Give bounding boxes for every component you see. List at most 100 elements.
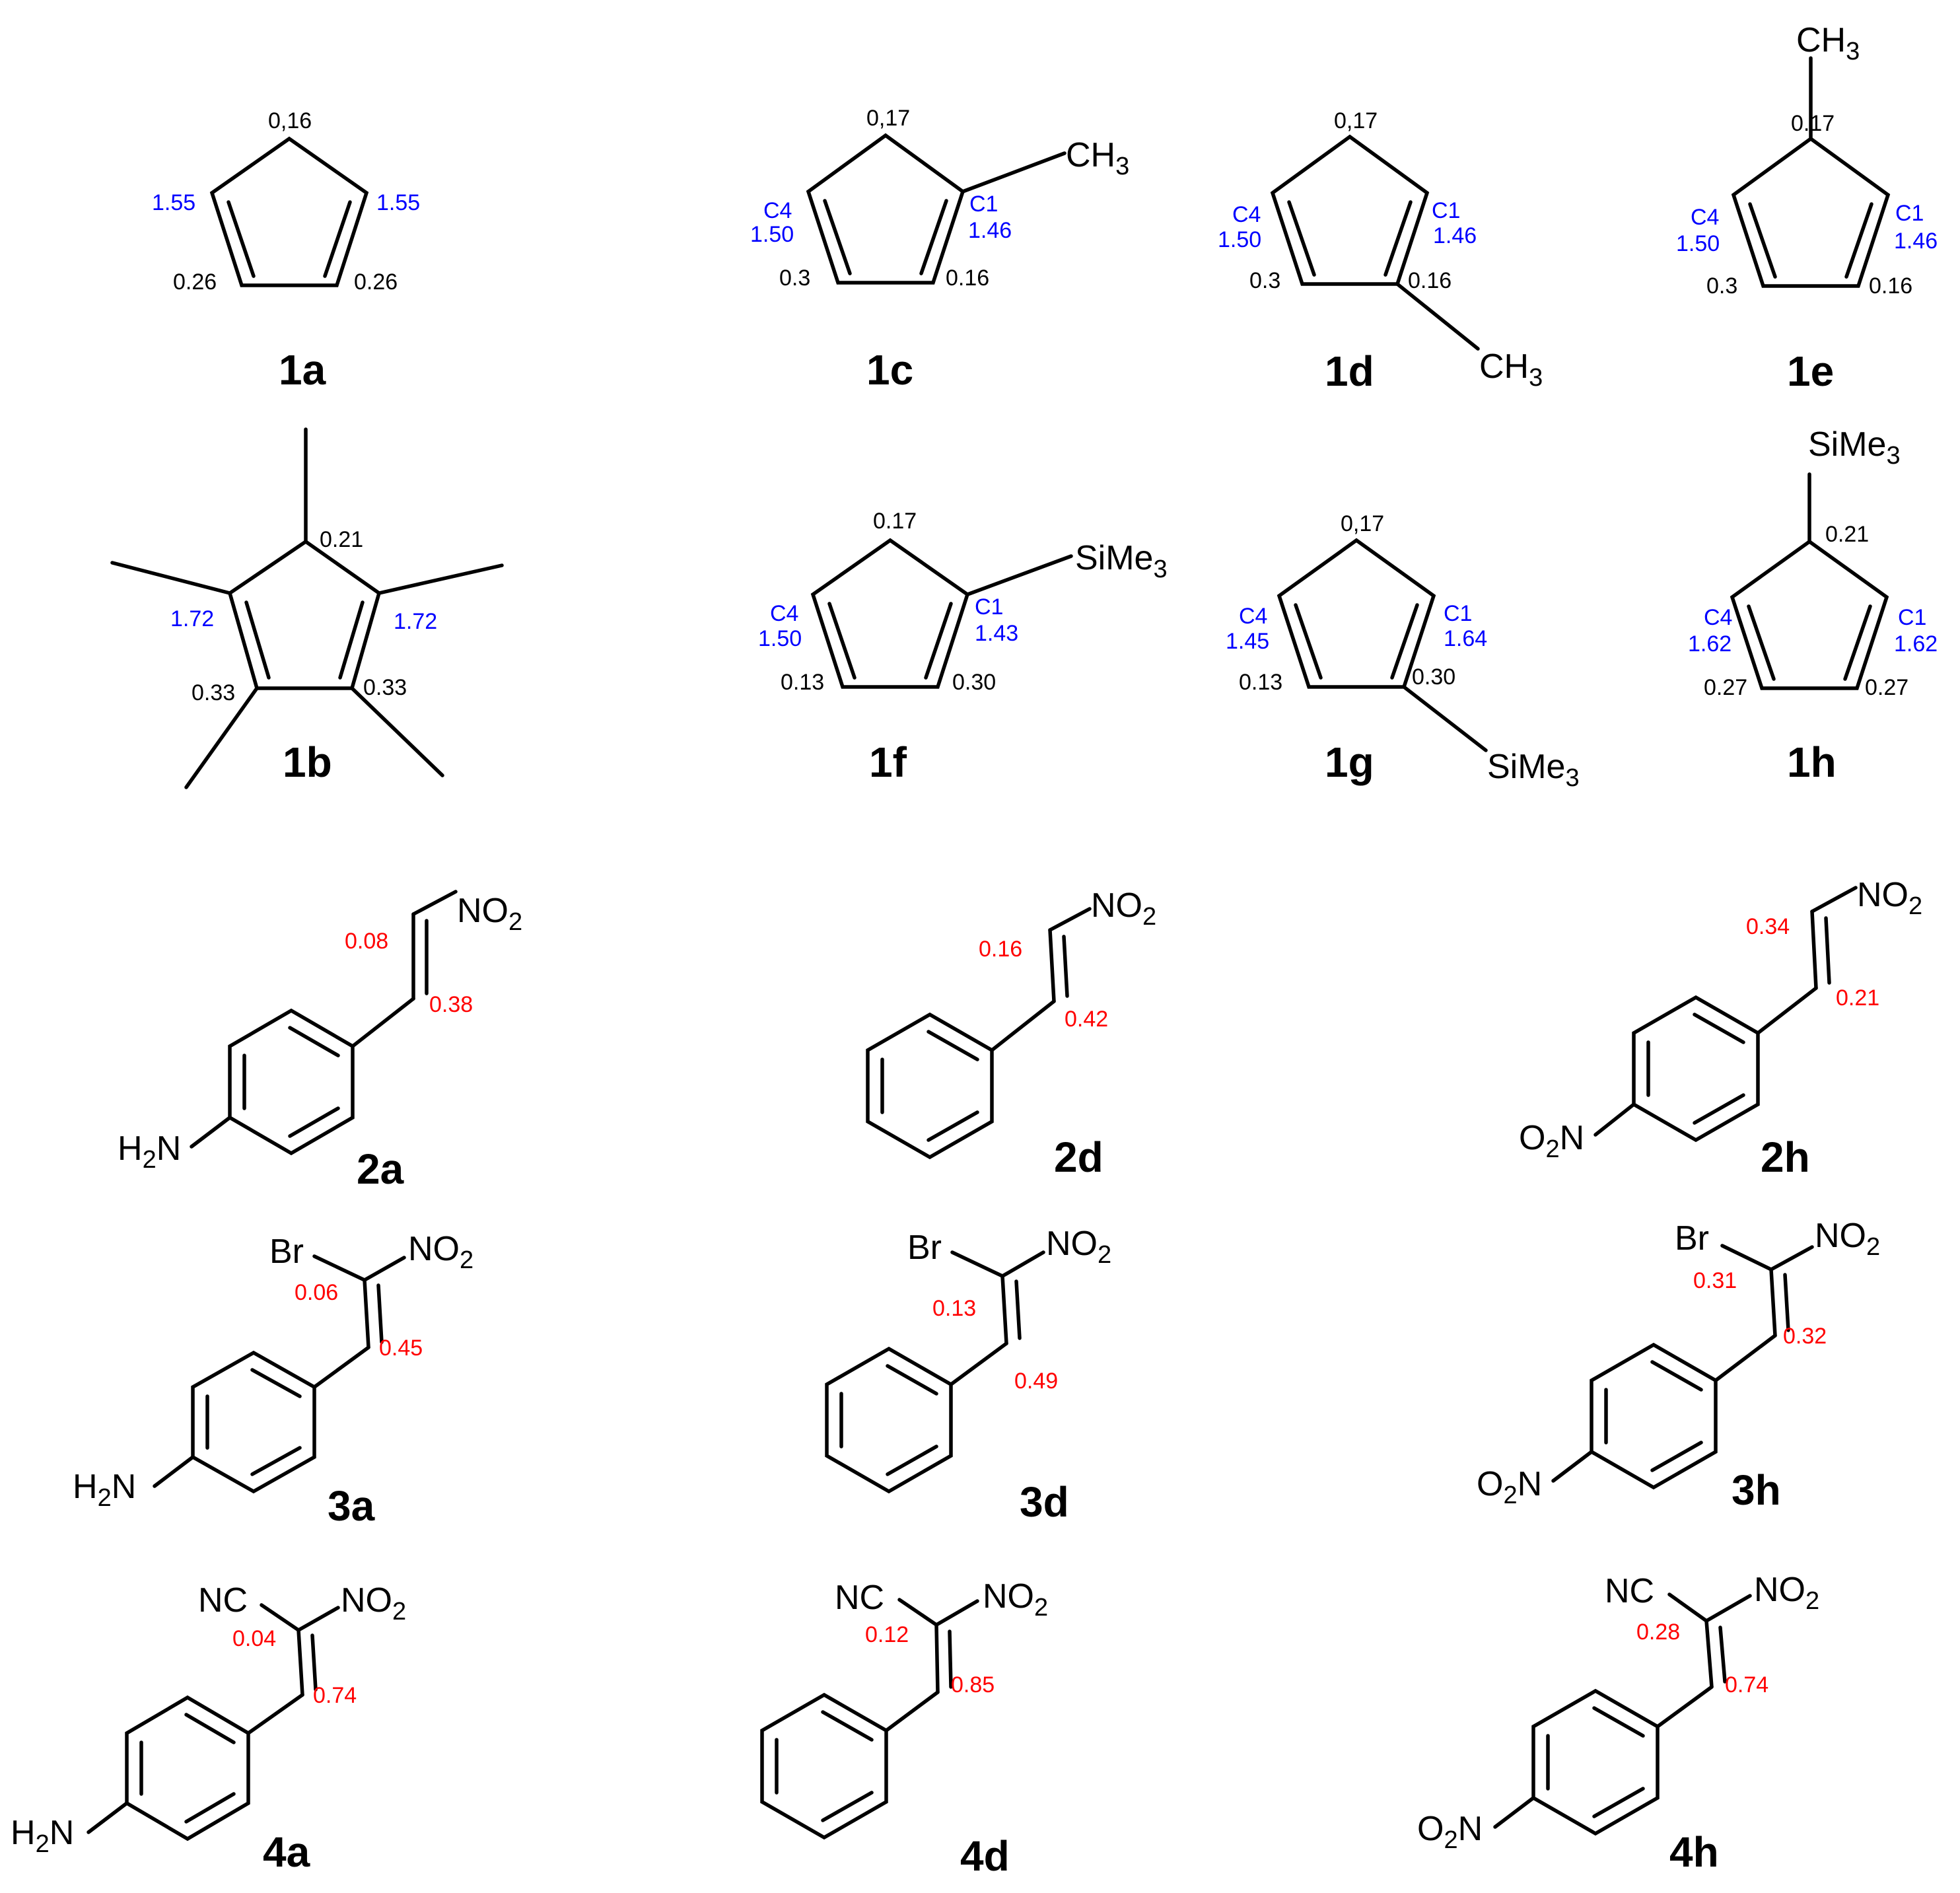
alpha-substituent: NC <box>835 1579 884 1617</box>
molecule-4d: NC NO2 0.12 0.85 4d <box>760 1577 1048 1880</box>
c4-label: C4 <box>1691 205 1719 230</box>
substituent-sime3: SiMe3 <box>1808 425 1901 470</box>
index-top: 0.21 <box>320 527 363 552</box>
molecule-2d: NO2 0.16 0.42 2d <box>866 886 1156 1181</box>
compound-label: 1g <box>1325 738 1374 786</box>
index-right: 1.72 <box>394 609 437 634</box>
nitro-group: NO2 <box>983 1577 1048 1622</box>
index-beta: 0.21 <box>1836 985 1879 1011</box>
index-bottom-right: 0.27 <box>1865 675 1908 700</box>
c4-index: 1.45 <box>1226 629 1269 654</box>
c4-label: C4 <box>770 601 798 626</box>
substituent-ch3: CH3 <box>1066 136 1129 180</box>
alpha-substituent: NC <box>1605 1572 1654 1610</box>
compound-label: 1c <box>866 346 913 394</box>
index-bottom-right: 0.16 <box>946 266 989 291</box>
index-bottom-left: 0.26 <box>173 269 217 295</box>
index-beta: 0.85 <box>951 1672 995 1697</box>
nitro-group: NO2 <box>1857 876 1922 920</box>
compound-label: 1f <box>869 738 907 786</box>
index-beta: 0.42 <box>1065 1007 1108 1032</box>
para-substituent: H2N <box>118 1129 181 1174</box>
c1-index: 1.64 <box>1444 626 1487 651</box>
molecule-3h: Br NO2 O2N 0.31 0.32 3h <box>1477 1217 1880 1514</box>
compound-label: 4a <box>263 1828 310 1876</box>
index-top: 0,16 <box>268 108 312 133</box>
compound-label: 1a <box>279 346 326 394</box>
compound-label: 2d <box>1054 1133 1103 1181</box>
nitro-group: NO2 <box>341 1581 406 1625</box>
index-beta: 0.32 <box>1783 1324 1827 1349</box>
index-bottom-right: 0.30 <box>1412 664 1455 690</box>
index-top: 0.17 <box>873 509 917 534</box>
index-bottom-right: 0.26 <box>354 269 398 295</box>
molecule-1g: 0,17 C4 1.45 C1 1.64 0.13 0.30 SiMe3 1g <box>1226 511 1580 792</box>
index-top: 0,17 <box>866 106 910 131</box>
index-alpha: 0.06 <box>295 1280 338 1305</box>
molecule-3a: Br NO2 H2N 0.06 0.45 3a <box>73 1230 473 1530</box>
index-bottom-left: 0.13 <box>781 670 824 695</box>
para-substituent: H2N <box>73 1468 136 1512</box>
compound-label: 4d <box>960 1832 1010 1880</box>
nitro-group: NO2 <box>457 892 522 936</box>
c1-index: 1.62 <box>1894 631 1938 657</box>
c4-label: C4 <box>1239 604 1267 629</box>
index-top: 0,17 <box>1334 108 1378 133</box>
molecule-1f: 0.17 C4 1.50 C1 1.43 0.13 0.30 SiMe3 1f <box>758 509 1168 786</box>
c1-label: C1 <box>1898 605 1926 630</box>
para-substituent: O2N <box>1417 1810 1483 1854</box>
c1-label: C1 <box>975 594 1003 620</box>
index-beta: 0.49 <box>1014 1369 1058 1394</box>
compound-label: 3h <box>1732 1466 1781 1514</box>
molecule-1a: 0,16 1.55 1.55 0.26 0.26 1a <box>152 108 420 394</box>
nitro-group: NO2 <box>1046 1225 1111 1269</box>
para-substituent: O2N <box>1519 1119 1584 1163</box>
index-bottom-left: 0.3 <box>1249 268 1280 293</box>
compound-label: 4h <box>1669 1828 1719 1876</box>
index-bottom-left: 0.3 <box>1706 273 1737 299</box>
alpha-substituent: Br <box>1675 1219 1709 1258</box>
index-bottom-right: 0.30 <box>952 670 996 695</box>
c1-label: C1 <box>1895 201 1924 226</box>
nitro-group: NO2 <box>408 1230 473 1274</box>
compound-label: 3d <box>1020 1478 1069 1526</box>
c1-index: 1.43 <box>975 621 1018 646</box>
c4-label: C4 <box>1704 605 1732 630</box>
index-bottom-left: 0.27 <box>1704 675 1747 700</box>
substituent-ch3: CH3 <box>1479 347 1543 392</box>
molecule-1c: 0,17 C4 1.50 C1 1.46 0.3 0.16 CH3 1c <box>750 106 1129 394</box>
c4-index: 1.50 <box>750 222 794 247</box>
substituent-sime3: SiMe3 <box>1075 539 1168 583</box>
molecule-1d: 0,17 C4 1.50 C1 1.46 0.3 0.16 CH3 1d <box>1218 108 1543 395</box>
compound-label: 1b <box>283 738 332 786</box>
index-left: 1.72 <box>170 606 214 631</box>
index-top: 0.17 <box>1791 111 1835 136</box>
index-alpha: 0.13 <box>932 1296 976 1321</box>
index-left: 1.55 <box>152 190 195 215</box>
index-right: 1.55 <box>376 190 420 215</box>
c4-index: 1.50 <box>1218 227 1261 252</box>
compound-label: 3a <box>328 1482 375 1530</box>
index-top: 0,17 <box>1341 511 1384 536</box>
index-alpha: 0.31 <box>1693 1268 1737 1293</box>
index-bottom-right: 0.33 <box>363 675 407 700</box>
index-bottom-right: 0.16 <box>1869 273 1912 299</box>
index-alpha: 0.12 <box>865 1622 909 1647</box>
compound-label: 2h <box>1761 1133 1810 1181</box>
para-substituent: O2N <box>1477 1465 1542 1509</box>
c1-label: C1 <box>969 192 998 217</box>
index-beta: 0.74 <box>1725 1672 1768 1697</box>
molecule-1h: SiMe3 0.21 C4 1.62 C1 1.62 0.27 0.27 1h <box>1688 425 1938 786</box>
alpha-substituent: Br <box>269 1232 304 1271</box>
index-alpha: 0.08 <box>345 929 388 954</box>
c4-index: 1.50 <box>758 626 802 651</box>
index-alpha: 0.04 <box>232 1626 276 1651</box>
nitro-group: NO2 <box>1091 886 1156 931</box>
index-bottom-right: 0.16 <box>1408 268 1452 293</box>
substituent-sime3: SiMe3 <box>1487 748 1580 792</box>
index-beta: 0.38 <box>429 992 473 1017</box>
index-bottom-left: 0.33 <box>192 680 235 705</box>
compound-label: 1d <box>1325 347 1374 395</box>
c1-index: 1.46 <box>1433 223 1477 248</box>
compound-label: 2a <box>357 1145 404 1193</box>
